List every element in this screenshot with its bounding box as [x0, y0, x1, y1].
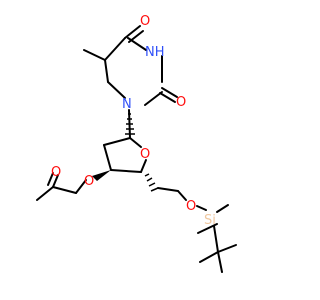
atom-nh: NH: [145, 45, 165, 60]
acetyl-bonds: [36, 172, 87, 201]
silyl-ether-bonds: [157, 187, 237, 273]
stereo-wedge-acetyl: [92, 170, 111, 181]
pyrimidine-ring-bonds: [83, 25, 178, 106]
sugar-ring-bonds: [103, 109, 147, 173]
atom-si: Si: [204, 213, 216, 228]
atom-o-ether: O: [186, 199, 196, 214]
molecule-structure: O NH O N O O O O Si: [36, 14, 237, 273]
atom-n-ring: N: [122, 97, 132, 112]
atom-o-sugar: O: [140, 147, 150, 162]
stereo-hash-c4: [144, 173, 159, 192]
atom-o-urea: O: [176, 95, 186, 110]
stereo-hash-c1: [125, 113, 135, 135]
atom-o-ketone: O: [140, 14, 150, 29]
atom-o-acetyl-ester: O: [84, 174, 94, 189]
atom-o-acetyl-carbonyl: O: [51, 165, 61, 180]
